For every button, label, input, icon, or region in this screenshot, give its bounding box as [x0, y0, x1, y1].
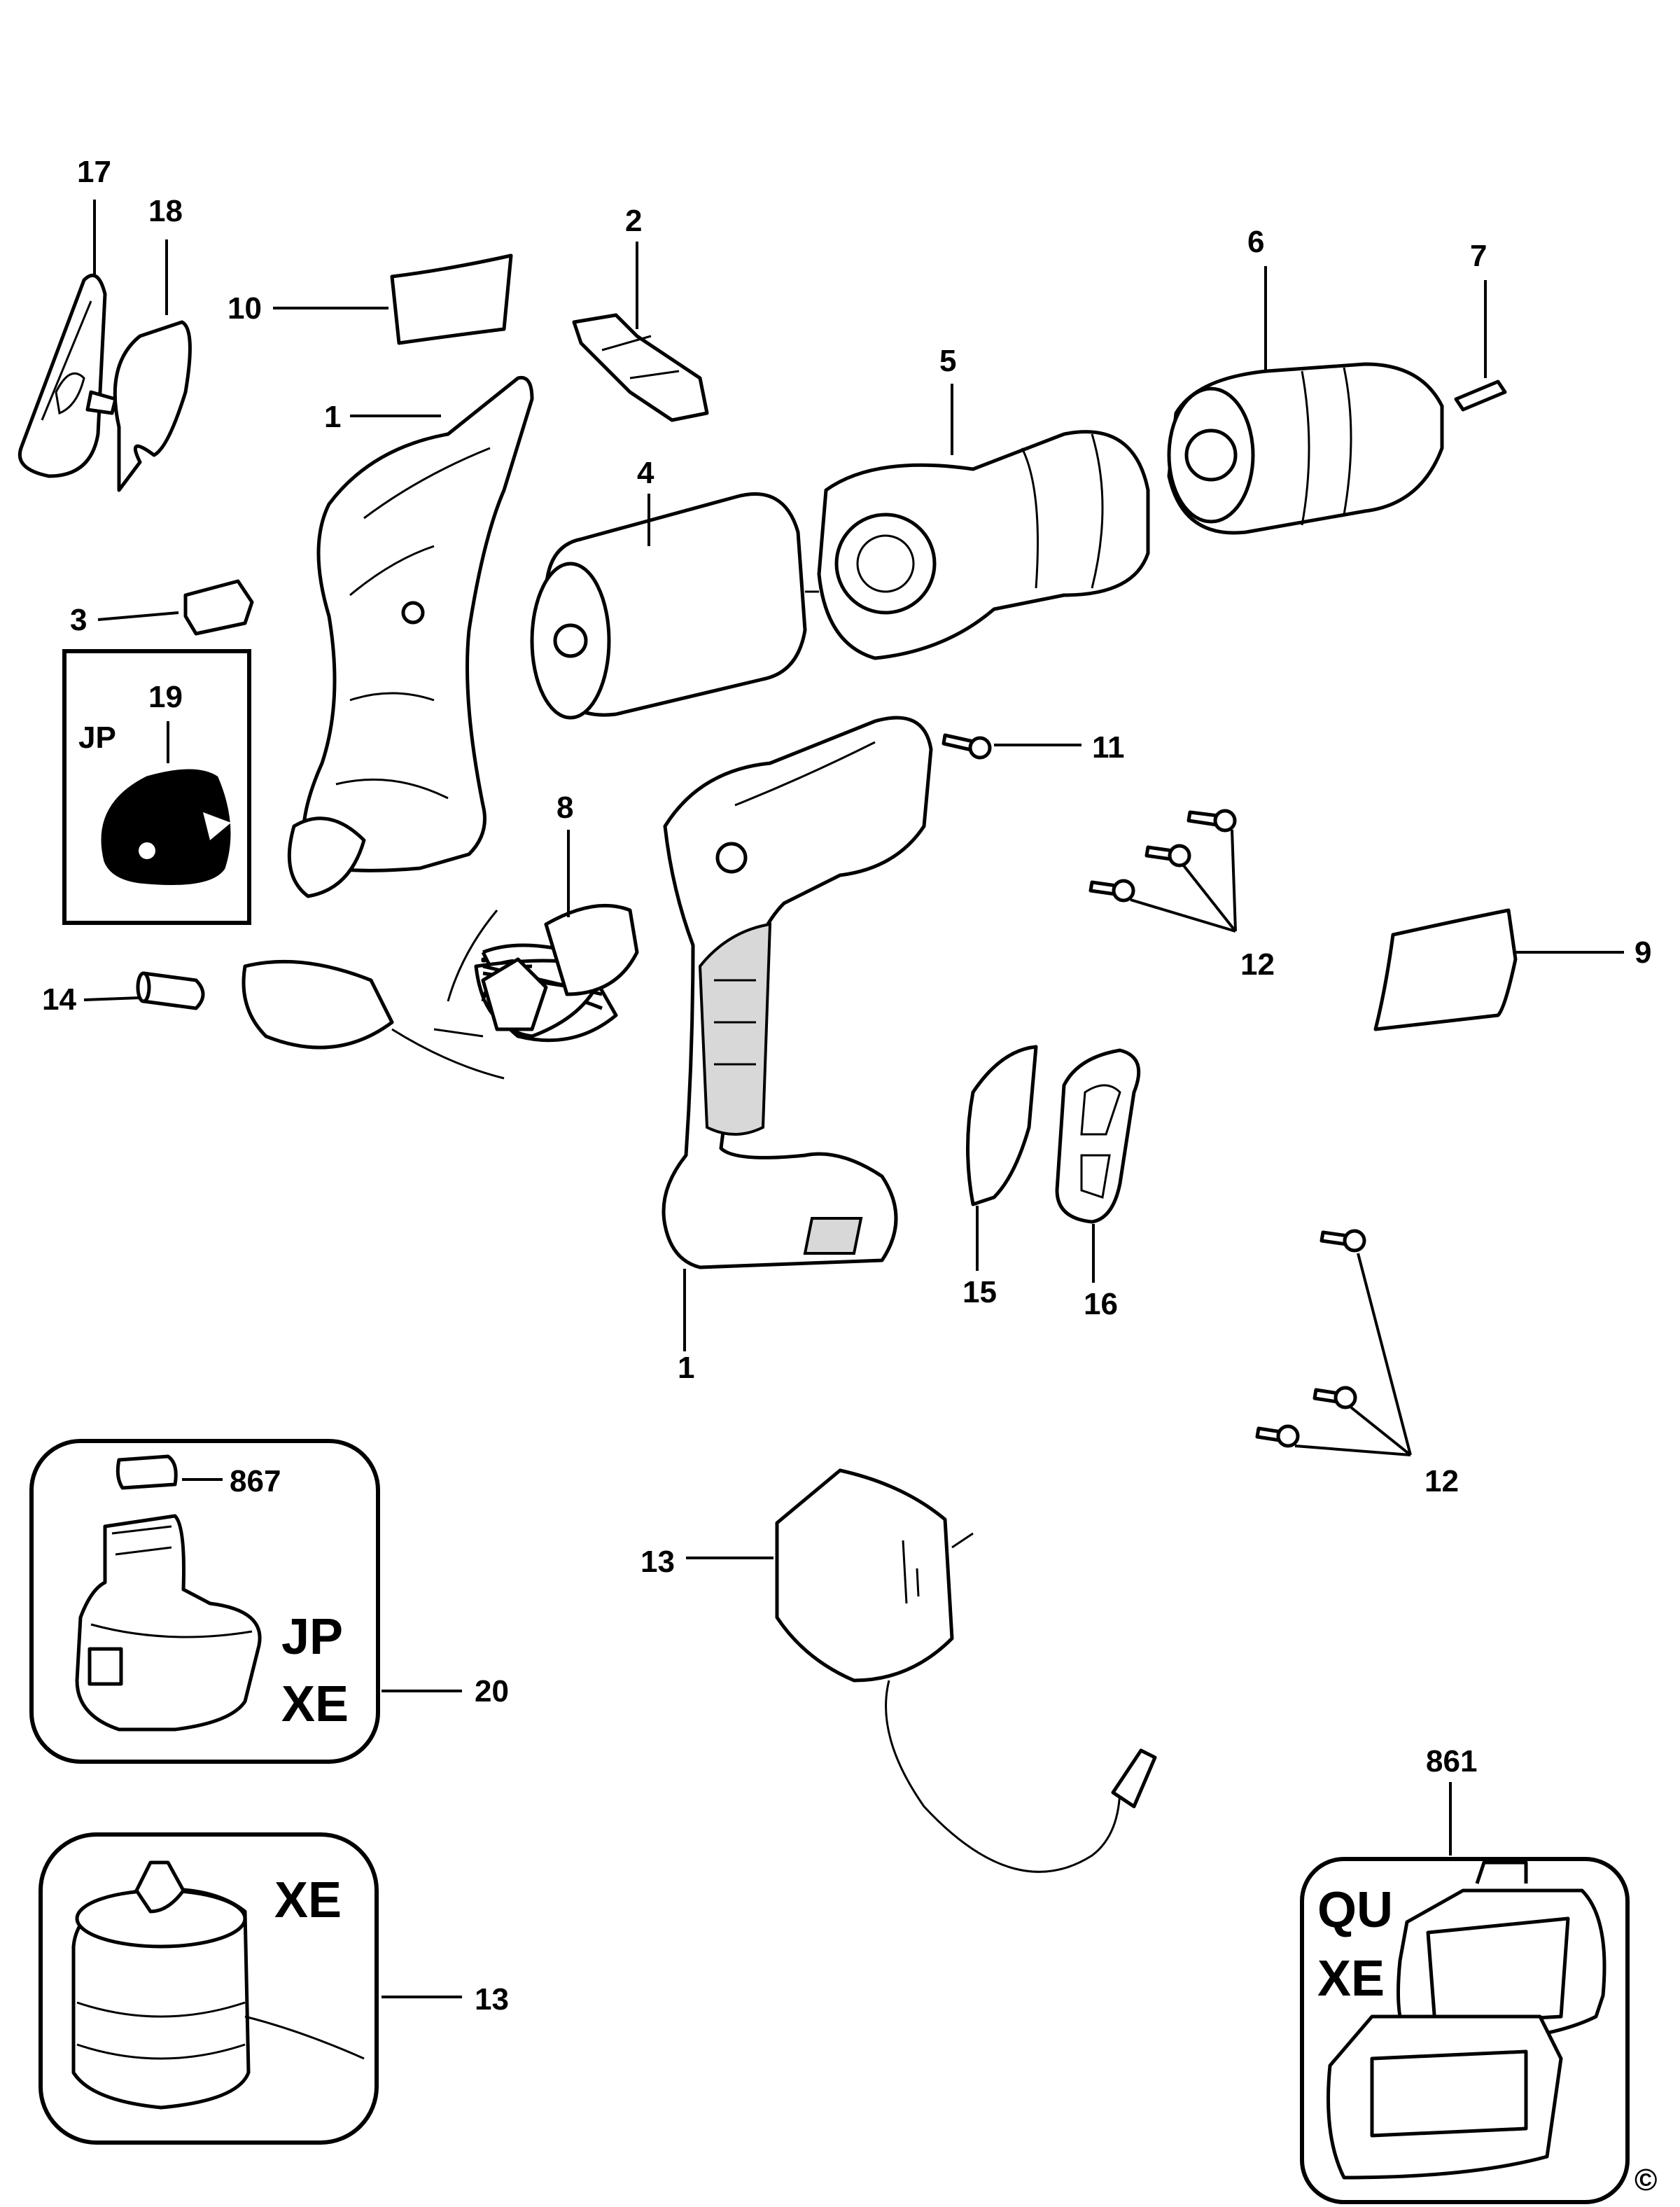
part-10-label	[390, 253, 513, 345]
label-15: 15	[962, 1275, 997, 1309]
label-12-lower: 12	[1424, 1464, 1459, 1498]
case-box	[1300, 1857, 1630, 2204]
part-16-cover-plate	[1055, 1048, 1141, 1224]
part-15-sticker	[966, 1045, 1038, 1206]
part-8-switch	[241, 903, 639, 1080]
label-4: 4	[637, 456, 654, 490]
label-1-upper: 1	[324, 400, 341, 434]
label-13-base: 13	[475, 1982, 509, 2017]
part-5-gearbox	[817, 430, 1150, 660]
label-16: 16	[1084, 1287, 1118, 1321]
label-6: 6	[1247, 225, 1264, 259]
region-xe-case: XE	[1317, 1951, 1385, 2007]
label-20: 20	[475, 1674, 509, 1708]
part-14-pin	[136, 971, 205, 1010]
label-18: 18	[148, 194, 183, 228]
label-9: 9	[1634, 935, 1651, 970]
label-8: 8	[556, 791, 573, 825]
label-7: 7	[1470, 239, 1487, 273]
part-13-base-charger	[71, 1860, 365, 2110]
region-jp-battery: JP	[281, 1609, 343, 1665]
region-xe-battery: XE	[281, 1676, 349, 1732]
part-17-cover-plate	[18, 273, 118, 478]
part-12-screws-lower	[1255, 1229, 1366, 1448]
part-861-carry-case	[1326, 1860, 1606, 2180]
label-19: 19	[148, 680, 183, 714]
part-867-terminal-cover	[115, 1454, 178, 1490]
jp-box-19	[62, 649, 251, 925]
label-11: 11	[1092, 730, 1125, 765]
region-xe-base-charger: XE	[274, 1872, 342, 1928]
battery-box	[29, 1439, 380, 1764]
part-9-label	[1373, 908, 1518, 1031]
part-19-plate	[101, 769, 231, 885]
part-1-housing-left	[287, 375, 534, 898]
part-13-wall-charger	[775, 1468, 1157, 1873]
part-6-chuck	[1167, 362, 1444, 535]
label-1-lower: 1	[678, 1351, 694, 1385]
label-861: 861	[1426, 1744, 1477, 1778]
label-13-charger: 13	[640, 1545, 675, 1579]
part-18-sticker	[113, 320, 192, 492]
part-7-screw	[1454, 380, 1507, 412]
part-11-screw	[941, 733, 992, 760]
label-14: 14	[42, 982, 76, 1017]
part-1-housing-right	[662, 716, 933, 1269]
part-3-clip	[183, 579, 254, 636]
part-12-screws-upper	[1088, 809, 1237, 903]
region-jp-box19: JP	[78, 720, 116, 755]
label-5: 5	[939, 344, 956, 378]
label-17: 17	[77, 155, 111, 189]
label-10: 10	[227, 291, 262, 326]
part-20-battery-pack	[75, 1514, 262, 1732]
part-4-motor	[530, 492, 819, 720]
base-charger-box	[38, 1832, 379, 2145]
copyright-mark: ©	[1634, 2163, 1657, 2197]
label-12-upper: 12	[1240, 947, 1275, 982]
part-2-switch-slider	[572, 313, 709, 422]
label-867: 867	[230, 1464, 281, 1498]
label-3: 3	[70, 603, 87, 637]
label-2: 2	[625, 204, 642, 238]
region-qu-case: QU	[1317, 1882, 1393, 1938]
